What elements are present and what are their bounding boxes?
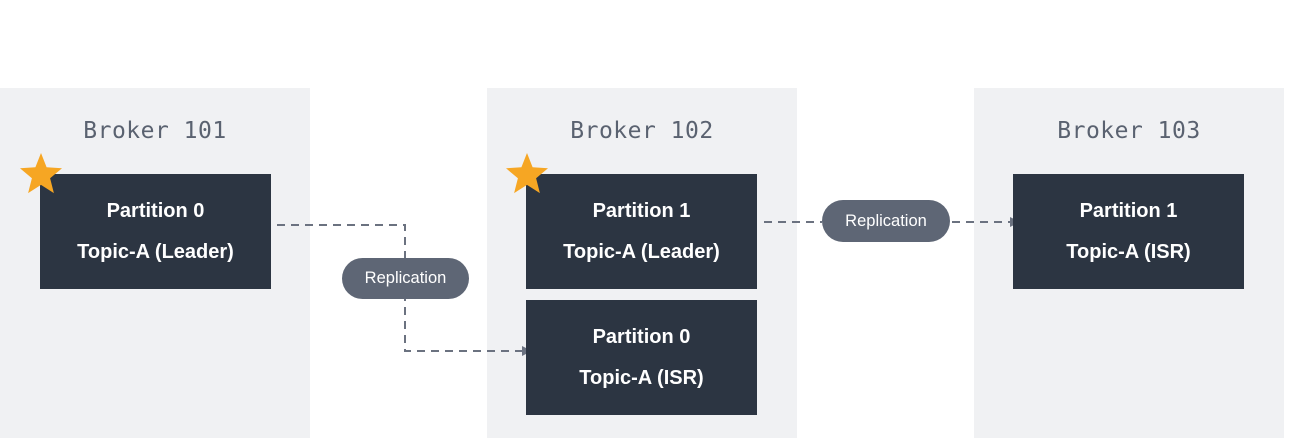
partition-1-isr-role: Topic-A (ISR) (1066, 240, 1191, 263)
partition-1-leader-role: Topic-A (Leader) (563, 240, 720, 263)
partition-1-isr: Partition 1 Topic-A (ISR) (1013, 174, 1244, 289)
connector-p0-replication (277, 224, 522, 352)
partition-1-leader: Partition 1 Topic-A (Leader) (526, 174, 757, 289)
partition-0-leader-role: Topic-A (Leader) (77, 240, 234, 263)
star-icon (506, 153, 548, 194)
partition-1-leader-name: Partition 1 (592, 199, 691, 222)
broker-102-title: Broker 102 (570, 118, 714, 144)
partition-1-isr-name: Partition 1 (1079, 199, 1178, 222)
partition-0-isr-name: Partition 0 (592, 325, 691, 348)
partition-0-isr-role: Topic-A (ISR) (579, 366, 704, 389)
partition-0-leader-name: Partition 0 (106, 199, 205, 222)
replication-label-right: Replication (822, 200, 950, 242)
broker-103-title: Broker 103 (1057, 118, 1201, 144)
partition-0-isr: Partition 0 Topic-A (ISR) (526, 300, 757, 415)
replication-label-left: Replication (342, 258, 469, 299)
broker-101-title: Broker 101 (83, 118, 227, 144)
star-icon (20, 153, 62, 194)
partition-0-leader: Partition 0 Topic-A (Leader) (40, 174, 271, 289)
